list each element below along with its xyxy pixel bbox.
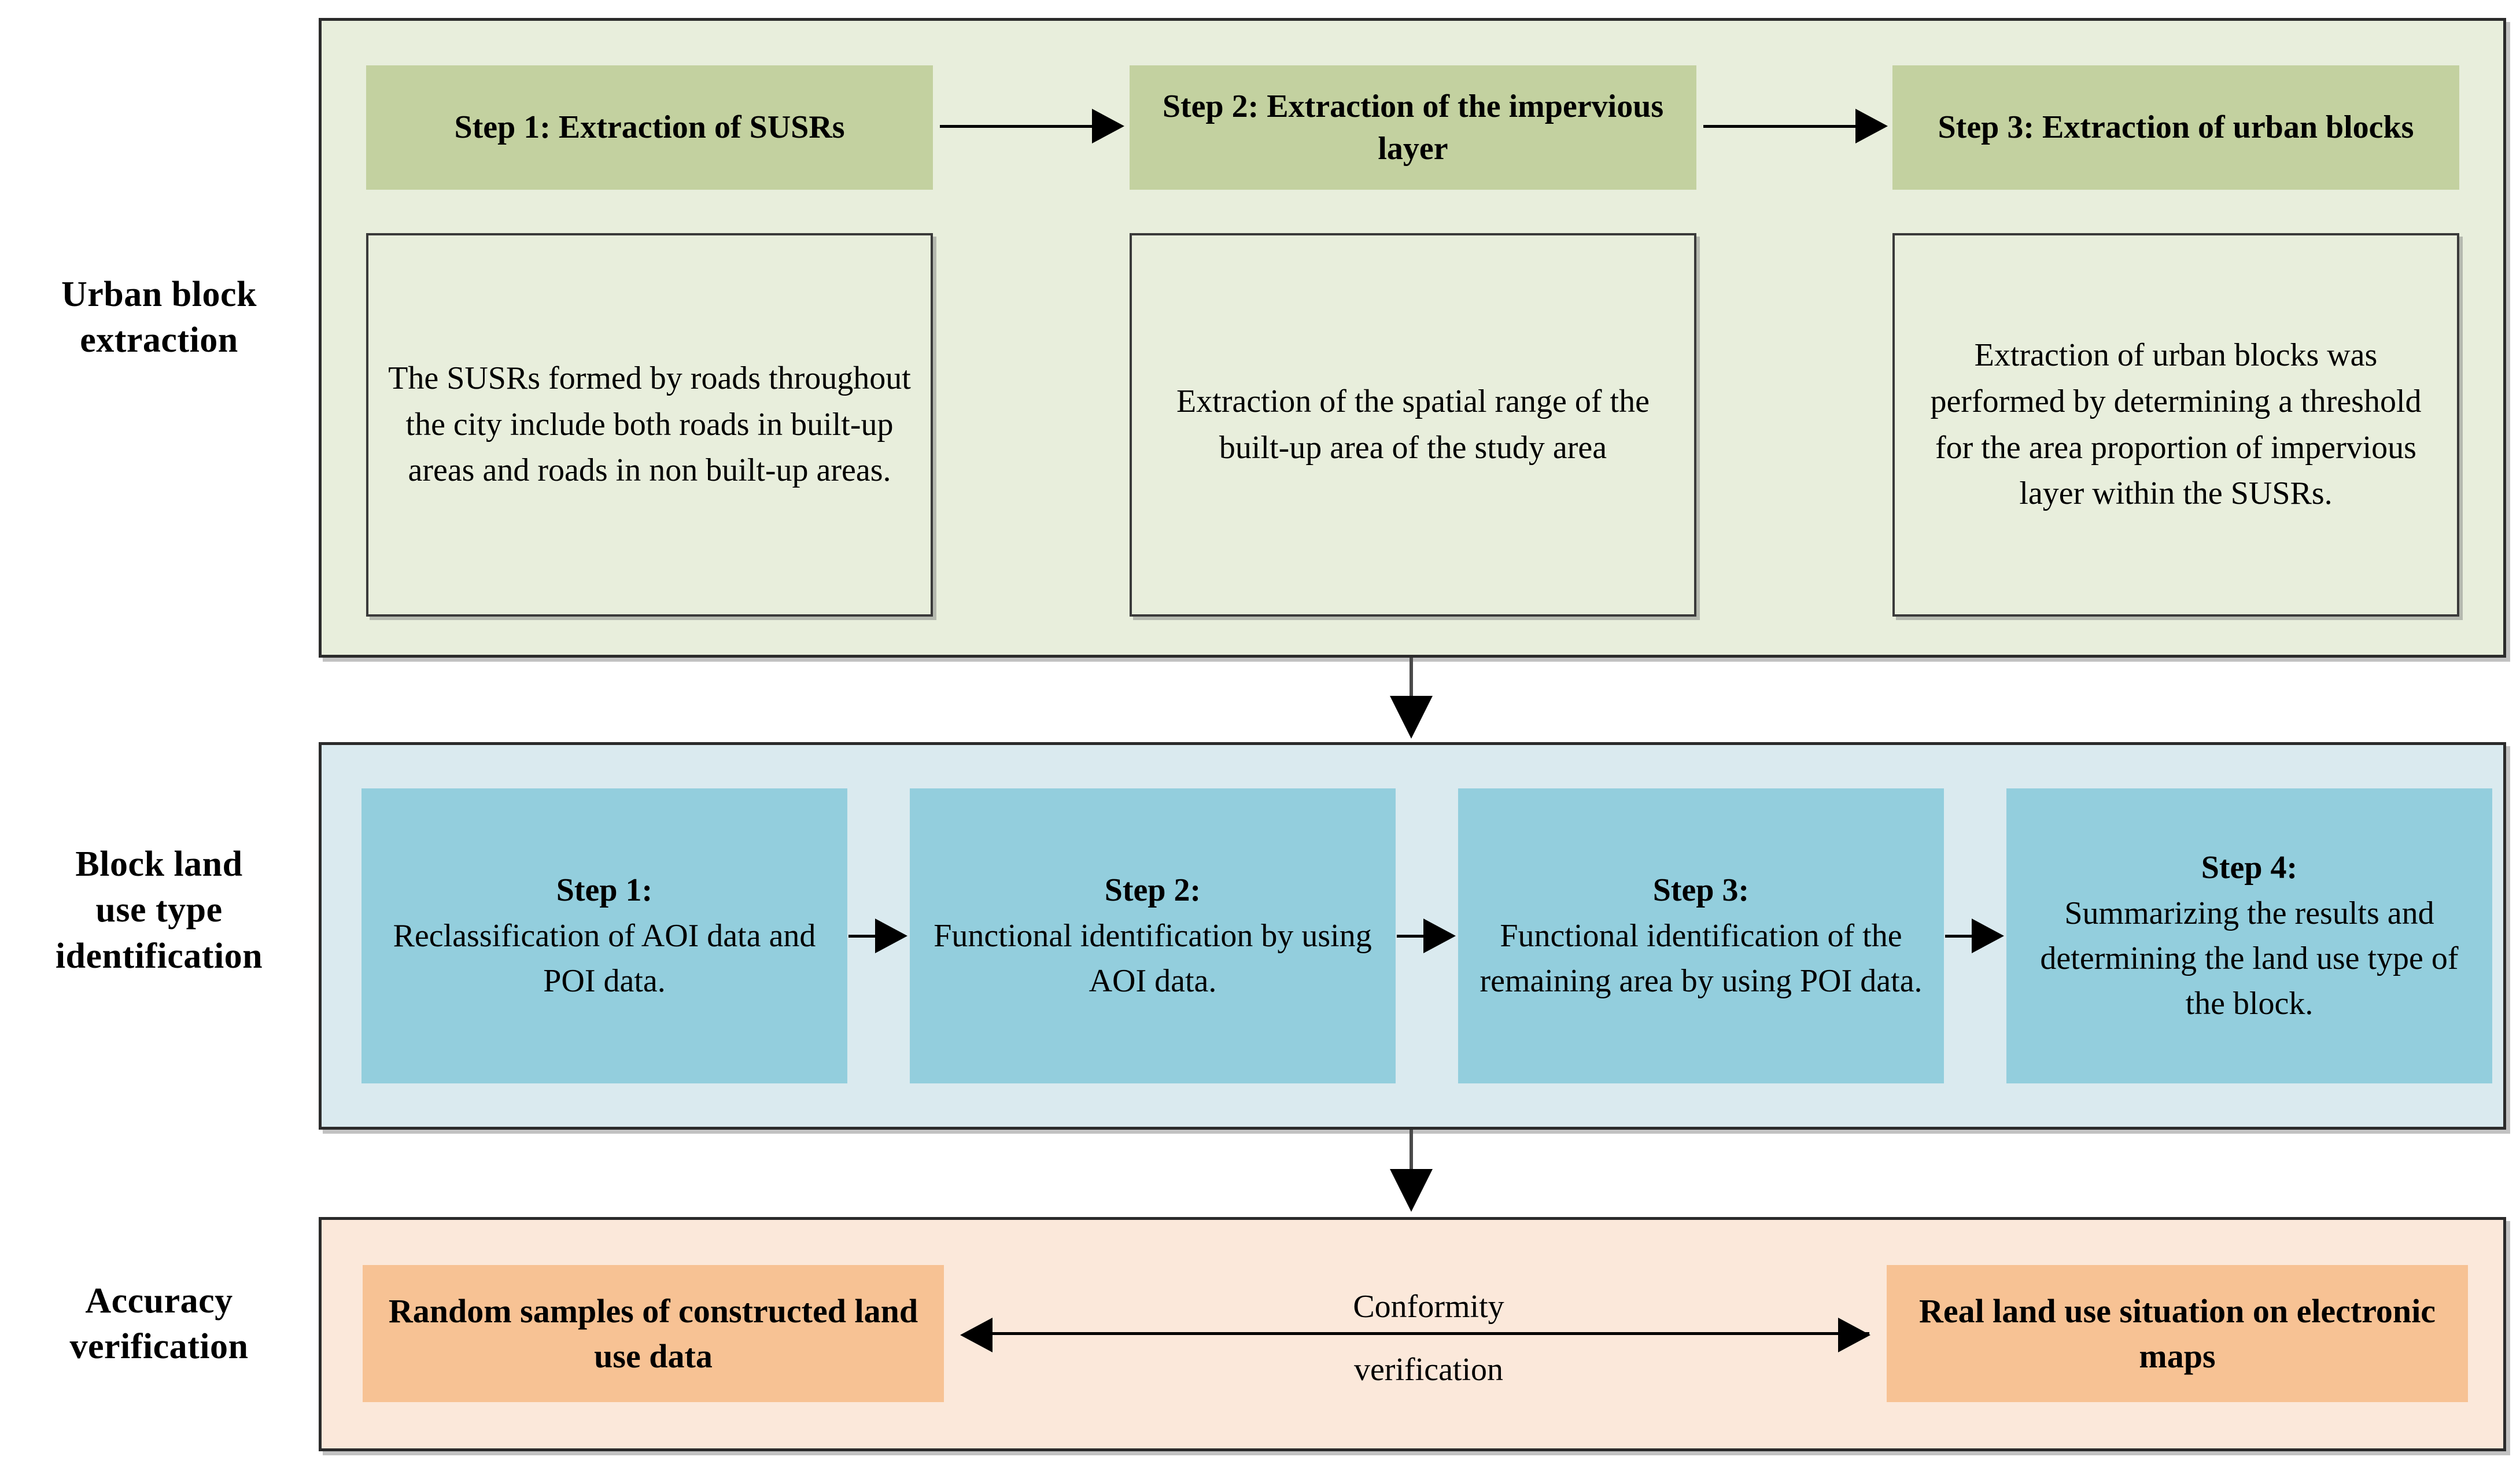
blue-step-box-4-text: Step 4: Summarizing the results and dete…	[2017, 845, 2482, 1027]
blue-step-box-1-text: Step 1: Reclassification of AOI data and…	[372, 868, 837, 1004]
blue-step-box-1-title: Step 1:	[556, 872, 653, 909]
blue-step-box-4-title: Step 4:	[2201, 850, 2298, 886]
blue-step-box-2-title: Step 2:	[1104, 872, 1201, 909]
orange-box-real-land-use[interactable]: Real land use situation on electronic ma…	[1887, 1265, 2468, 1402]
arrow-head-row1-to-row2	[1390, 696, 1433, 739]
blue-step-box-3-body: Functional identification of the remaini…	[1479, 917, 1923, 1000]
arrow-head-row2-to-row3	[1390, 1169, 1433, 1212]
blue-step-box-4[interactable]: Step 4: Summarizing the results and dete…	[2006, 788, 2492, 1083]
arrow-head-blue1-to-blue2	[875, 919, 907, 953]
description-box-step-1: The SUSRs formed by roads throughout the…	[366, 233, 933, 617]
step-chip-3-extraction-of-urban-blocks[interactable]: Step 3: Extraction of urban blocks	[1892, 65, 2459, 190]
arrow-head-step2-to-step3	[1855, 109, 1888, 143]
blue-step-box-3[interactable]: Step 3: Functional identification of the…	[1458, 788, 1944, 1083]
orange-box-random-samples[interactable]: Random samples of constructed land use d…	[363, 1265, 944, 1402]
arrow-line-conformity	[991, 1332, 1869, 1335]
blue-step-box-1-body: Reclassification of AOI data and POI dat…	[393, 917, 816, 1000]
arrow-head-conformity-left	[960, 1318, 992, 1352]
arrow-line-step2-to-step3	[1703, 125, 1861, 128]
blue-step-box-2-body: Functional identification by using AOI d…	[934, 917, 1372, 1000]
arrow-line-blue1-to-blue2	[848, 935, 879, 938]
blue-step-box-2[interactable]: Step 2: Functional identification by usi…	[910, 788, 1396, 1083]
step-chip-1-extraction-of-susrs[interactable]: Step 1: Extraction of SUSRs	[366, 65, 933, 190]
blue-step-box-3-title: Step 3:	[1652, 872, 1750, 909]
blue-step-box-2-text: Step 2: Functional identification by usi…	[920, 868, 1385, 1004]
arrow-head-conformity-right	[1838, 1318, 1870, 1352]
description-box-step-2: Extraction of the spatial range of the b…	[1130, 233, 1696, 617]
arrow-line-blue3-to-blue4	[1945, 935, 1975, 938]
arrow-head-step1-to-step2	[1092, 109, 1124, 143]
arrow-line-row2-to-row3	[1410, 1130, 1413, 1170]
arrow-head-blue2-to-blue3	[1423, 919, 1456, 953]
arrow-line-blue2-to-blue3	[1397, 935, 1427, 938]
blue-step-box-1[interactable]: Step 1: Reclassification of AOI data and…	[361, 788, 847, 1083]
blue-step-box-3-text: Step 3: Functional identification of the…	[1469, 868, 1934, 1004]
arrow-line-row1-to-row2	[1410, 658, 1413, 697]
arrow-line-step1-to-step2	[940, 125, 1097, 128]
step-chip-2-extraction-of-impervious-layer[interactable]: Step 2: Extraction of the impervious lay…	[1130, 65, 1696, 190]
arrow-head-blue3-to-blue4	[1972, 919, 2004, 953]
blue-step-box-4-body: Summarizing the results and determining …	[2040, 895, 2459, 1022]
description-box-step-3: Extraction of urban blocks was performed…	[1892, 233, 2459, 617]
